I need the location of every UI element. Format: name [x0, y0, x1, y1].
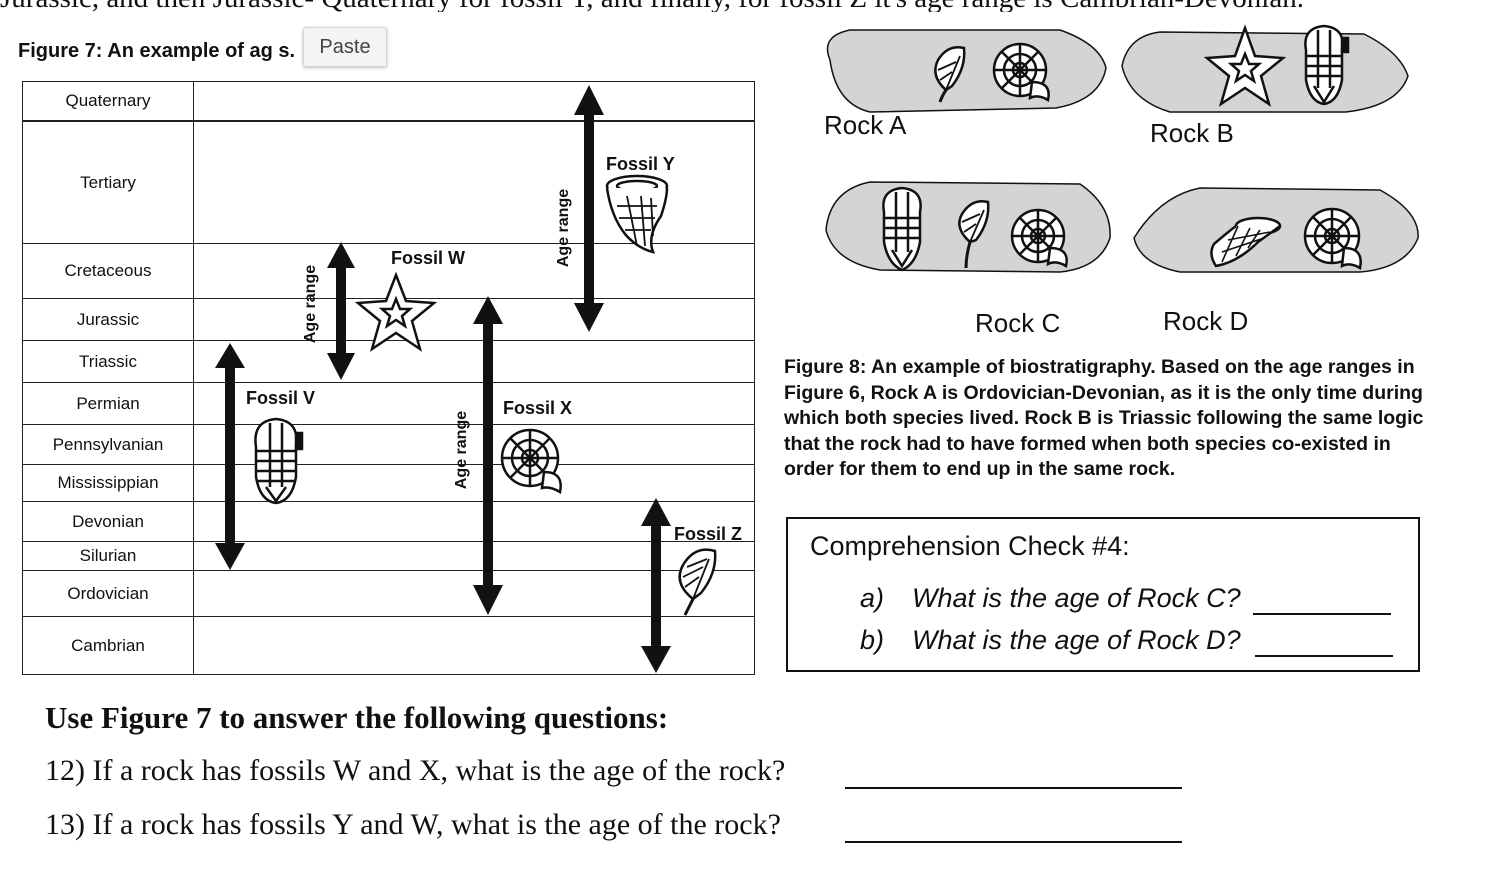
answer-blank-rock-d[interactable] — [1255, 655, 1393, 657]
answer-blank-q13[interactable] — [845, 841, 1182, 843]
questions-heading: Use Figure 7 to answer the following que… — [45, 700, 668, 736]
question-12: 12) If a rock has fossils W and X, what … — [45, 754, 785, 788]
rock-d-label: Rock D — [1163, 306, 1248, 337]
answer-blank-rock-c[interactable] — [1253, 613, 1391, 615]
check-item-text: What is the age of Rock C? — [912, 583, 1241, 614]
answer-blank-q12[interactable] — [845, 787, 1182, 789]
trilobite-icon — [883, 188, 920, 270]
rock-b-label: Rock B — [1150, 118, 1234, 149]
rock-a-shape — [828, 30, 1107, 112]
figure8-caption: Figure 8: An example of biostratigraphy.… — [784, 355, 1424, 483]
comprehension-check-box: Comprehension Check #4: a) What is the a… — [786, 517, 1420, 672]
check-item-letter: b) — [860, 625, 884, 656]
question-13: 13) If a rock has fossils Y and W, what … — [45, 808, 781, 842]
check-item-text: What is the age of Rock D? — [912, 625, 1241, 656]
rock-a-label: Rock A — [824, 110, 906, 141]
rock-c-label: Rock C — [975, 308, 1060, 339]
check-item-letter: a) — [860, 583, 884, 614]
comprehension-check-title: Comprehension Check #4: — [810, 531, 1130, 562]
